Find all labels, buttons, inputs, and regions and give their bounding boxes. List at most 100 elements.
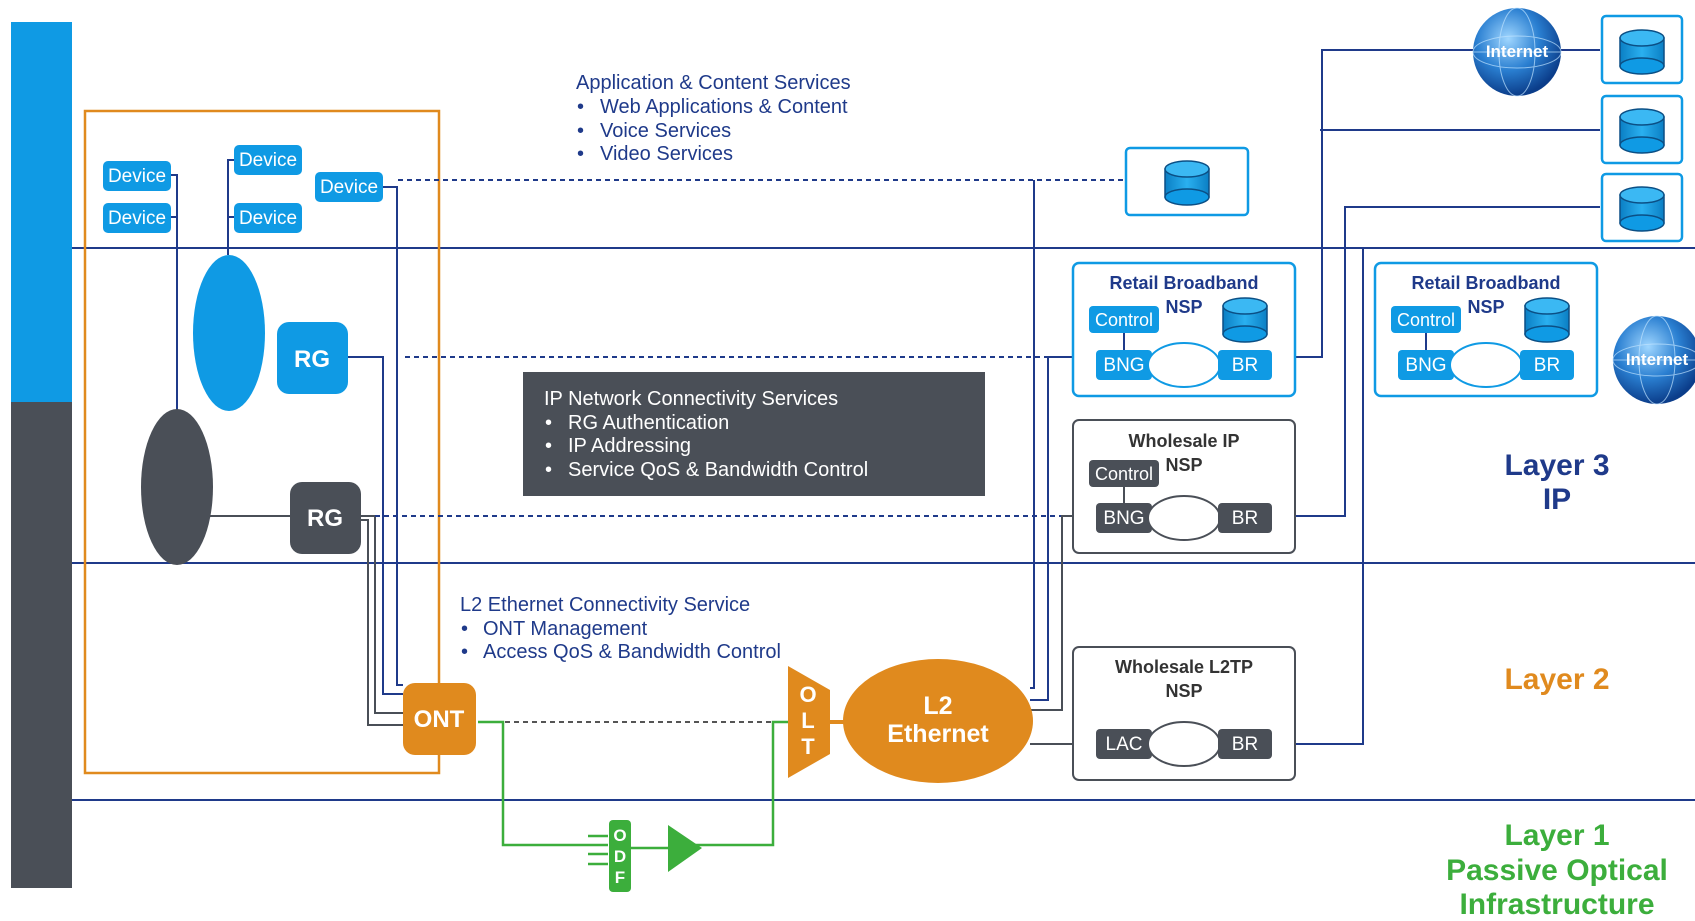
svg-text:T: T: [801, 734, 815, 759]
svg-text:RG Authentication: RG Authentication: [568, 412, 729, 434]
svg-text:•: •: [545, 459, 552, 481]
svg-text:BNG: BNG: [1103, 355, 1144, 376]
svg-text:L2 Ethernet Connectivity Servi: L2 Ethernet Connectivity Service: [460, 594, 750, 616]
database-icon: [1222, 297, 1268, 343]
svg-text:L2: L2: [923, 692, 952, 720]
svg-text:F: F: [615, 868, 625, 887]
svg-text:IP Addressing: IP Addressing: [568, 435, 691, 457]
svg-text:Video Services: Video Services: [600, 143, 733, 165]
svg-text:BR: BR: [1534, 355, 1560, 376]
device-3: Device: [234, 145, 302, 175]
svg-text:Device: Device: [320, 177, 378, 198]
layer-separators: [72, 247, 1695, 801]
svg-text:•: •: [545, 412, 552, 434]
svg-text:•: •: [461, 641, 468, 663]
layer1-label: Layer 1 Passive Optical Infrastructure: [1446, 819, 1668, 921]
internet-globe-icon: Internet: [1612, 315, 1695, 405]
svg-text:•: •: [545, 435, 552, 457]
svg-text:BR: BR: [1232, 734, 1258, 755]
lan-dark-ellipse: [141, 409, 213, 565]
svg-text:IP Network Connectivity Servic: IP Network Connectivity Services: [544, 388, 838, 410]
svg-text:Application & Content Services: Application & Content Services: [576, 72, 851, 94]
ont: ONT: [403, 683, 476, 755]
svg-text:NSP: NSP: [1165, 455, 1202, 475]
wholesale-l2tp-nsp: Wholesale L2TP NSP LAC BR: [1072, 646, 1296, 781]
l2-uplinks: [1030, 180, 1072, 701]
device-connections: [170, 159, 403, 695]
svg-text:Passive Optical: Passive Optical: [1446, 854, 1668, 887]
device-2: Device: [103, 203, 171, 233]
svg-text:Wholesale L2TP: Wholesale L2TP: [1115, 657, 1253, 677]
left-bar-blue: [11, 22, 72, 402]
internet-globe-icon: Internet: [1472, 7, 1562, 97]
rg-blue: RG: [277, 322, 348, 394]
svg-text:NSP: NSP: [1165, 681, 1202, 701]
svg-text:Control: Control: [1095, 464, 1153, 484]
svg-text:O: O: [799, 682, 816, 707]
dark-rg-connections: [210, 515, 403, 726]
splitter: [668, 825, 702, 872]
svg-text:O: O: [613, 826, 626, 845]
database-icon: [1619, 108, 1665, 154]
dashed-service-paths: [375, 179, 1126, 723]
svg-text:Service QoS & Bandwidth Contro: Service QoS & Bandwidth Control: [568, 459, 868, 481]
svg-text:RG: RG: [307, 505, 343, 532]
svg-text:Access QoS & Bandwidth Control: Access QoS & Bandwidth Control: [483, 641, 781, 663]
svg-text:Retail Broadband: Retail Broadband: [1411, 273, 1560, 293]
svg-text:NSP: NSP: [1467, 297, 1504, 317]
svg-text:ONT Management: ONT Management: [483, 618, 648, 640]
svg-text:Web Applications & Content: Web Applications & Content: [600, 96, 848, 118]
svg-text:D: D: [614, 847, 626, 866]
svg-text:Retail Broadband: Retail Broadband: [1109, 273, 1258, 293]
svg-text:•: •: [577, 120, 584, 142]
svg-text:Device: Device: [239, 150, 297, 171]
wholesale-ip-nsp: Wholesale IP NSP Control BNG BR: [1072, 419, 1296, 554]
svg-text:Layer 3: Layer 3: [1504, 449, 1609, 482]
device-5: Device: [315, 172, 383, 202]
svg-text:•: •: [577, 96, 584, 118]
svg-text:Control: Control: [1397, 310, 1455, 330]
svg-text:L: L: [801, 708, 814, 733]
l2-ethernet: L2 Ethernet: [828, 659, 1033, 783]
database-icon: [1164, 160, 1210, 206]
retail-nsp-2: Retail Broadband NSP Control BNG BR: [1373, 261, 1599, 398]
lan-blue-ellipse: [193, 255, 265, 411]
layer3-label: Layer 3 IP: [1504, 449, 1609, 516]
svg-text:Layer 1: Layer 1: [1504, 819, 1609, 852]
svg-text:Wholesale IP: Wholesale IP: [1128, 431, 1239, 451]
device-1: Device: [103, 161, 171, 191]
database-icon: [1619, 186, 1665, 232]
svg-text:Ethernet: Ethernet: [887, 720, 989, 748]
right-uplinks: [1273, 49, 1600, 745]
odf: O D F: [609, 820, 631, 892]
app-services-text: Application & Content Services • Web App…: [576, 72, 851, 165]
svg-text:RG: RG: [294, 346, 330, 373]
svg-text:Control: Control: [1095, 310, 1153, 330]
svg-text:ONT: ONT: [414, 706, 465, 733]
svg-text:BR: BR: [1232, 355, 1258, 376]
svg-text:Device: Device: [108, 208, 166, 229]
rg-dark: RG: [290, 482, 361, 554]
customer-premises-box: [83, 109, 441, 775]
svg-text:Layer 2: Layer 2: [1504, 663, 1609, 696]
left-bar-dark: [11, 402, 72, 888]
svg-text:BNG: BNG: [1405, 355, 1446, 376]
svg-text:BNG: BNG: [1103, 508, 1144, 529]
l2-services-text: L2 Ethernet Connectivity Service • ONT M…: [460, 594, 781, 663]
svg-text:•: •: [461, 618, 468, 640]
database-icon: [1524, 297, 1570, 343]
olt: O L T: [788, 666, 830, 778]
ip-services-box: IP Network Connectivity Services • RG Au…: [523, 372, 985, 496]
svg-text:NSP: NSP: [1165, 297, 1202, 317]
svg-text:Internet: Internet: [1486, 42, 1549, 61]
database-icon: [1619, 29, 1665, 75]
svg-text:Voice Services: Voice Services: [600, 120, 731, 142]
svg-text:IP: IP: [1543, 483, 1571, 516]
retail-nsp-1: Retail Broadband NSP Control BNG BR: [1071, 261, 1297, 398]
svg-text:Internet: Internet: [1626, 350, 1689, 369]
svg-text:Device: Device: [108, 166, 166, 187]
svg-text:Infrastructure: Infrastructure: [1459, 888, 1654, 921]
device-4: Device: [234, 203, 302, 233]
svg-text:Device: Device: [239, 208, 297, 229]
layer2-label: Layer 2: [1504, 663, 1609, 696]
